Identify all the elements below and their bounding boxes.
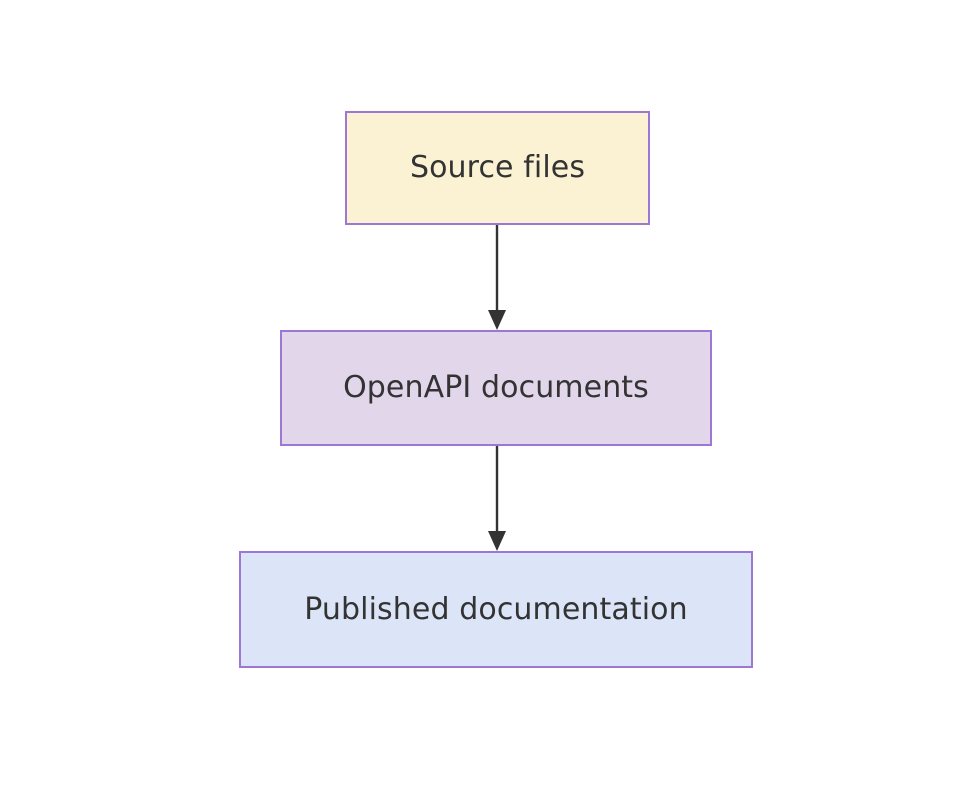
flowchart-node-source-files-label: Source files <box>409 150 586 185</box>
edge-source-to-openapi <box>488 225 506 330</box>
edge-openapi-to-published-arrowhead <box>488 531 506 551</box>
flowchart-node-source-files[interactable]: Source files <box>345 111 650 225</box>
flowchart-node-published-documentation-label: Published documentation <box>304 591 688 627</box>
flowchart-node-published-documentation[interactable]: Published documentation <box>239 551 753 668</box>
flowchart-node-openapi-documents[interactable]: OpenAPI documents <box>280 330 712 446</box>
flowchart-node-openapi-documents-label: OpenAPI documents <box>343 370 649 405</box>
edge-openapi-to-published <box>488 446 506 551</box>
edge-source-to-openapi-arrowhead <box>488 310 506 330</box>
